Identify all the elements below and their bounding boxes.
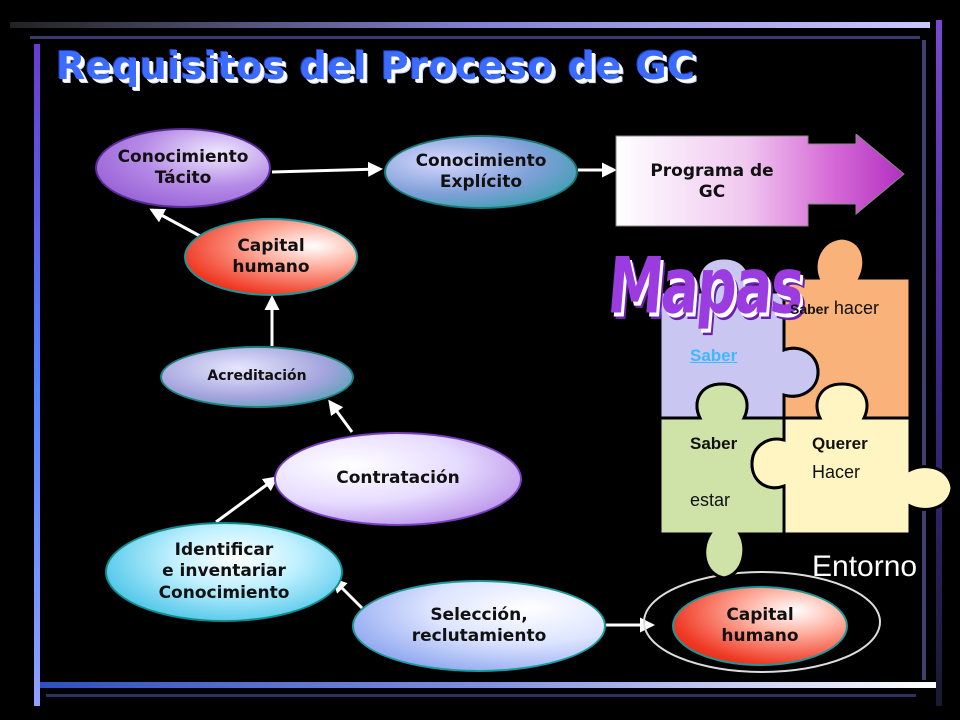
puzzle-label-hacer: Hacer xyxy=(812,462,861,482)
puzzle-piece-querer-hacer xyxy=(750,382,954,536)
programa-de-gc[interactable]: Programa de GC xyxy=(650,160,774,202)
saber-hacer-rest: hacer xyxy=(828,298,879,318)
frame-right-bar xyxy=(936,20,942,706)
entorno-ring xyxy=(643,571,881,673)
frame-left-bar xyxy=(34,44,40,706)
node-conocimiento-tacito[interactable]: Conocimiento Tácito xyxy=(95,128,271,208)
saber-hacer-bold: Saber xyxy=(790,301,829,317)
node-seleccion-reclutamiento[interactable]: Selección, reclutamiento xyxy=(352,580,606,672)
puzzle-label-saber-estar-bottom: estar xyxy=(690,490,731,510)
arrow-contratacion-to-acreditacion xyxy=(328,399,354,433)
puzzle-label-querer: Querer xyxy=(812,434,868,453)
puzzle-label-saber-hacer: Saber hacer xyxy=(790,298,879,319)
entorno-label: Entorno xyxy=(812,550,918,583)
frame-right-bar-inner xyxy=(922,40,926,680)
node-acreditacion[interactable]: Acreditación xyxy=(160,346,354,408)
frame-bottom-bar-inner xyxy=(46,694,916,697)
node-contratacion[interactable]: Contratación xyxy=(274,432,522,526)
node-identificar-inventariar[interactable]: Identificar e inventariar Conocimiento xyxy=(105,522,343,622)
mapas-label: Mapas xyxy=(604,240,806,332)
node-capital-humano-bottom[interactable]: Capital humano xyxy=(672,586,848,666)
puzzle-label-saber[interactable]: Saber xyxy=(690,346,738,365)
node-conocimiento-explicito[interactable]: Conocimiento Explícito xyxy=(384,135,578,209)
node-capital-humano-top[interactable]: Capital humano xyxy=(184,218,358,296)
arrow-capital-to-tacito xyxy=(149,208,201,238)
frame-top-bar-inner xyxy=(30,36,920,39)
slide-title: Requisitos del Proceso de GC xyxy=(56,44,696,88)
programa-arrow xyxy=(615,134,905,227)
puzzle-label-saber-estar-top: Saber xyxy=(690,434,738,453)
arrow-identificar-to-contratacion xyxy=(215,476,279,524)
arrow-tacito-to-explicito xyxy=(271,161,383,177)
frame-top-bar xyxy=(10,22,930,28)
frame-bottom-bar xyxy=(40,682,936,688)
